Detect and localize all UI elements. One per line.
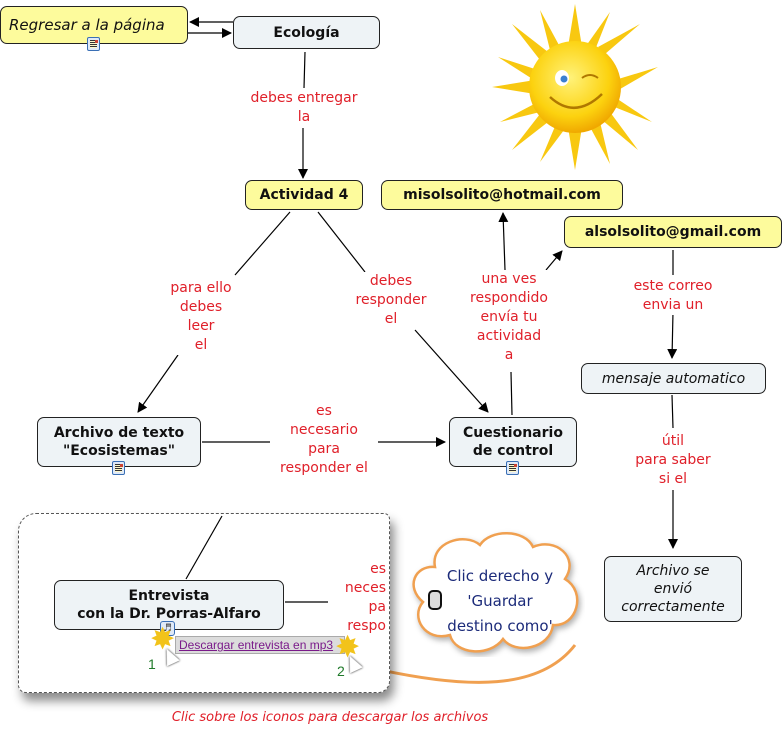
node-archivo-texto-line2: "Ecosistemas" [62,443,176,459]
label-line: útil [661,433,685,449]
label-line: debes [369,273,413,289]
document-icon[interactable] [87,37,100,51]
node-hotmail: misolsolito@hotmail.com [381,180,623,210]
label-line: responder [355,292,427,308]
label-line: responder el [280,460,368,476]
link-label-util: útil para saber si el [626,432,720,489]
label-line: si el [658,471,688,487]
link-label-debes-entregar: debes entregar la [240,89,368,127]
link-label-es-neces-partial: es neces pa respo [330,560,386,636]
link-label-este-correo: este correo envia un [621,277,725,315]
label-line: neces [344,580,386,596]
label-line: el [384,311,398,327]
node-archivo-envio: Archivo se envió correctamente [604,556,742,622]
label-line: envía tu [480,309,538,325]
callout-line: Clic derecho y [446,567,554,585]
label-line: el [194,337,208,353]
link-label-una-ves: una ves respondido envía tu actividad a [462,270,556,365]
node-gmail: alsolsolito@gmail.com [564,216,782,248]
node-regresar-label: Regresar a la página [9,16,165,34]
node-ecologia: Ecología [233,16,380,49]
label-line: respo [347,618,386,634]
callout-line: 'Guardar [467,592,533,610]
step-number-1: 1 [148,656,156,672]
node-archivo-envio-line1: Archivo se [636,563,710,579]
label-line: la [297,109,311,125]
winking-sun-icon [492,4,658,170]
highlight-burst-icon: ✸ [150,622,176,657]
label-line: a [504,347,514,363]
node-cuestionario: Cuestionario de control [449,417,577,467]
node-mensaje: mensaje automatico [581,363,766,394]
node-mensaje-label: mensaje automatico [601,370,746,387]
node-archivo-envio-line3: correctamente [621,599,725,615]
callout-cloud [412,532,579,653]
label-line: para saber [635,452,711,468]
label-line: para [308,441,340,457]
step-number-2: 2 [337,663,345,679]
node-entrevista-line2: con la Dr. Porras-Alfaro [77,606,261,622]
footer-instruction: Clic sobre los iconos para descargar los… [171,710,489,725]
mouse-icon [428,590,442,610]
download-mp3-link[interactable]: Descargar entrevista en mp3 [175,636,345,654]
label-line: una ves [481,271,537,287]
node-archivo-texto-line1: Archivo de texto [53,425,185,441]
speaker-icon[interactable]: ♬ [160,621,175,636]
node-cuestionario-line2: de control [472,443,554,459]
node-archivo-texto: Archivo de texto "Ecosistemas" [37,417,201,467]
label-line: es [370,561,386,577]
node-entrevista-line1: Entrevista [128,588,210,604]
label-line: respondido [470,290,548,306]
node-actividad: Actividad 4 [245,180,363,210]
node-cuestionario-line1: Cuestionario [463,425,563,441]
label-line: este correo [633,278,713,294]
node-hotmail-label: misolsolito@hotmail.com [403,187,601,203]
document-icon[interactable] [112,461,125,475]
node-ecologia-label: Ecología [273,24,340,41]
label-line: para ello [170,280,232,296]
label-line: necesario [290,422,358,438]
callout-line: destino como' [447,617,553,635]
link-label-es-necesario: es necesario para responder el [270,402,378,478]
label-line: debes entregar [250,90,358,106]
label-line: envia un [642,297,704,313]
node-archivo-envio-line2: envió [653,581,693,597]
link-label-debes-responder: debes responder el [346,272,436,329]
label-line: es [316,403,332,419]
label-line: pa [368,599,386,615]
callout-text: Clic derecho y 'Guardar destino como' [430,564,570,639]
node-gmail-label: alsolsolito@gmail.com [584,224,762,240]
document-icon[interactable] [506,461,519,475]
label-line: leer [187,318,215,334]
node-actividad-label: Actividad 4 [259,187,349,203]
link-label-para-ello: para ello debes leer el [160,279,242,355]
highlight-burst-icon: ✸ [335,630,361,665]
label-line: actividad [476,328,542,344]
label-line: debes [179,299,223,315]
